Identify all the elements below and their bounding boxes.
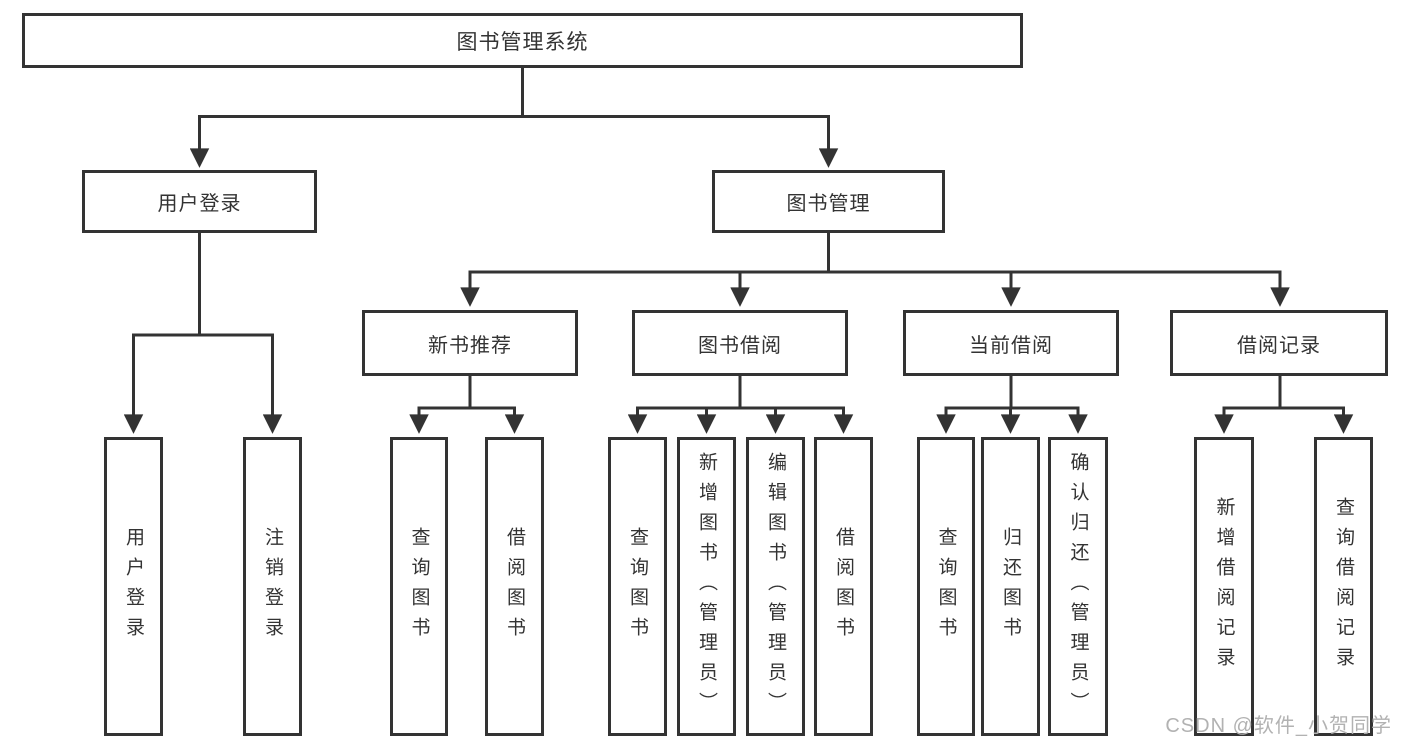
node-borrowing-records: 借阅记录 [1170,310,1388,376]
leaf-add-books-admin: 新增图书（管理员） [677,437,736,736]
node-new-book-recommend: 新书推荐 [362,310,578,376]
leaf-query-books-borrowing: 查询图书 [608,437,667,736]
leaf-borrow-books-borrowing: 借阅图书 [814,437,873,736]
node-book-management: 图书管理 [712,170,945,233]
leaf-return-books: 归还图书 [981,437,1040,736]
leaf-add-borrow-record: 新增借阅记录 [1194,437,1254,736]
leaf-confirm-return-admin: 确认归还（管理员） [1048,437,1108,736]
node-library-system: 图书管理系统 [22,13,1023,68]
node-user-login: 用户登录 [82,170,317,233]
leaf-logout: 注销登录 [243,437,302,736]
leaf-edit-books-admin: 编辑图书（管理员） [746,437,805,736]
node-book-borrowing: 图书借阅 [632,310,848,376]
leaf-query-books-current: 查询图书 [917,437,975,736]
node-current-borrowing: 当前借阅 [903,310,1119,376]
leaf-query-books-recommend: 查询图书 [390,437,448,736]
leaf-borrow-books-recommend: 借阅图书 [485,437,544,736]
leaf-query-borrow-record: 查询借阅记录 [1314,437,1373,736]
leaf-user-login: 用户登录 [104,437,163,736]
csdn-watermark: CSDN @软件_小贺同学 [1165,715,1392,737]
